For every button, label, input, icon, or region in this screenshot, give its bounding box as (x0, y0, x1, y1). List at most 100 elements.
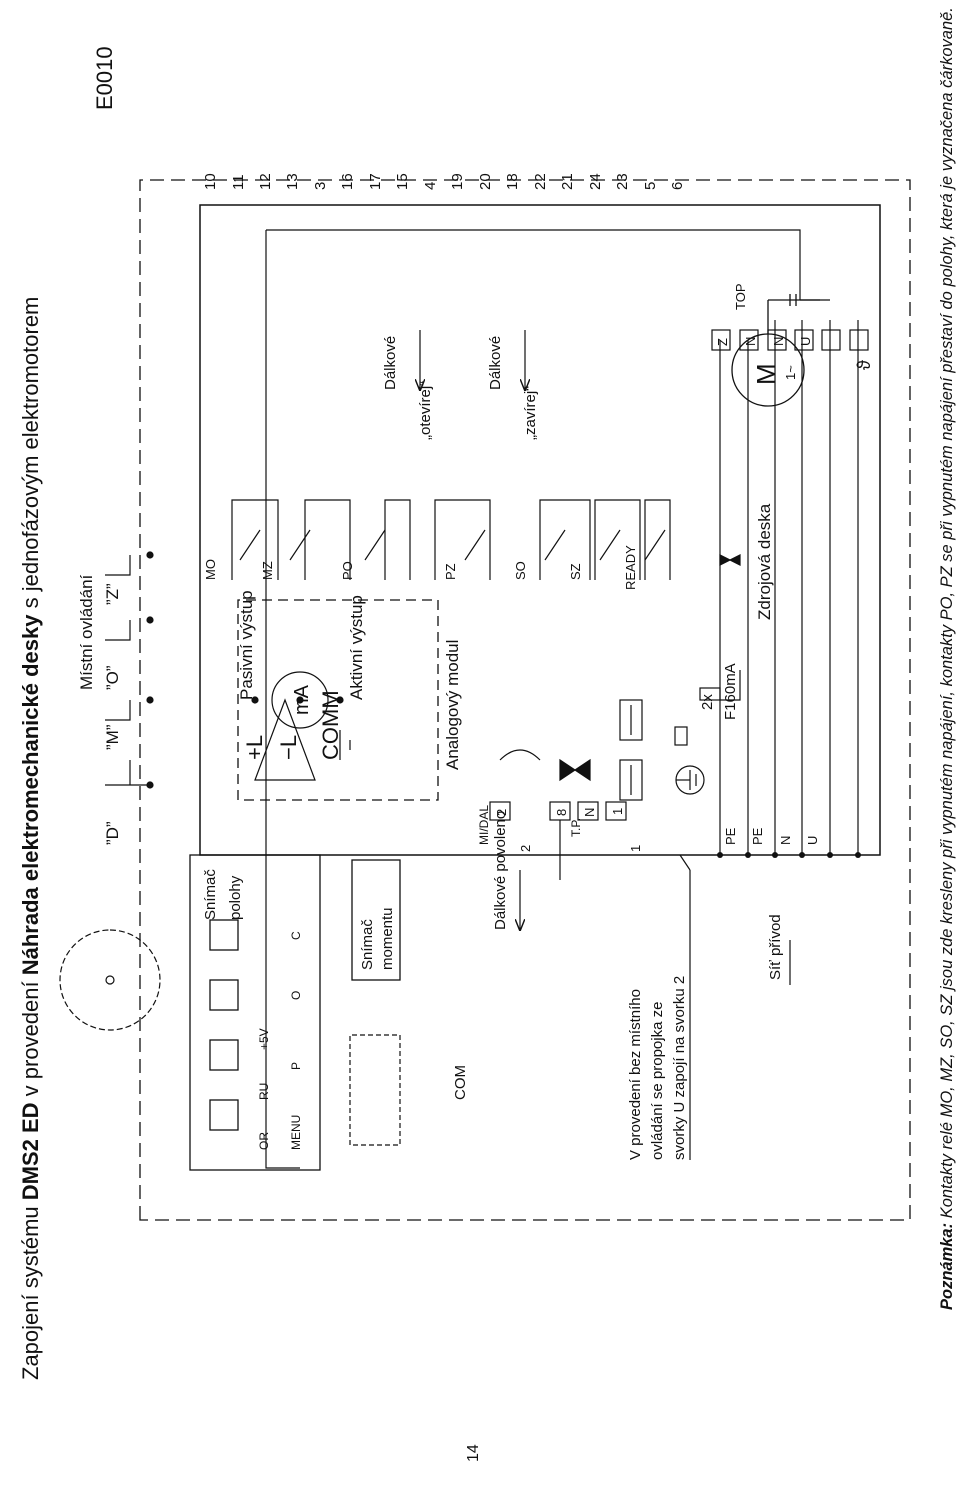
led-5v: +5V (257, 1028, 271, 1050)
relay-contacts (231, 499, 671, 580)
seven-segment-display (349, 1034, 401, 1146)
torque-sensor-line1: Snímač (359, 919, 376, 970)
local-m-label: ”M” (103, 724, 122, 750)
page-title: Zapojení systému DMS2 ED v provedení Náh… (18, 297, 43, 1380)
top-label: TOP (733, 284, 748, 311)
relay-ready: READY (623, 545, 638, 590)
svg-text:13: 13 (284, 173, 301, 190)
local-control-title: Místní ovládání (77, 574, 96, 690)
thermal-symbol: ϑ (854, 360, 874, 370)
left-horizontal-wires (719, 320, 859, 855)
local-z-label: ”Z” (103, 583, 122, 605)
right-terminal-boxes (711, 329, 869, 351)
svg-text:24: 24 (587, 173, 604, 190)
motor (731, 294, 830, 407)
box-n1: N (743, 337, 758, 346)
box-n2: N (771, 337, 786, 346)
remote-allowed: Dálkové povoleno (492, 811, 509, 930)
svg-text:17: 17 (367, 173, 384, 190)
local-note-line2: ovládání se propojka ze (649, 1002, 666, 1160)
position-sensor-title2: polohy (227, 875, 244, 920)
btn-menu[interactable]: MENU (289, 1115, 303, 1150)
svg-text:2: 2 (494, 809, 509, 816)
relay-pz: PZ (443, 563, 458, 580)
analog-module-title: Analogový modul (443, 640, 462, 770)
relay-mz: MZ (260, 561, 275, 580)
svg-text:16: 16 (339, 173, 356, 190)
position-sensor-box (189, 854, 321, 1171)
svg-text:6: 6 (669, 182, 686, 190)
power-board-title: Zdrojová deska (755, 503, 774, 620)
page-number: 14 (465, 1444, 482, 1462)
ma-meter: mA (291, 684, 313, 715)
svg-text:1: 1 (628, 845, 643, 852)
btn-p[interactable]: P (289, 1062, 303, 1070)
relay-so: SO (513, 561, 528, 580)
right-terminal-numbers: 10 11 12 13 3 16 17 15 4 19 20 18 22 21 … (202, 173, 686, 190)
relay-mo: MO (203, 559, 218, 580)
enclosure-dashed (139, 179, 911, 1221)
local-note-line3: svorky U zapojí na svorku 2 (671, 976, 688, 1160)
u-label: U (805, 836, 820, 845)
wiring-diagram: Zapojení systému DMS2 ED v provedení Náh… (18, 7, 956, 1380)
local-o-label: ”O” (103, 665, 122, 690)
main-board (199, 204, 881, 856)
active-output: Aktivní výstup (347, 595, 366, 700)
position-sensor-title1: Snímač (202, 869, 219, 920)
motor-label: M (751, 363, 781, 385)
remote-close-line2: „zavírej“ (522, 386, 539, 440)
ground-symbol (675, 765, 705, 795)
footnote: Poznámka: Kontakty relé MO, MZ, SO, SZ j… (938, 7, 956, 1310)
svg-text:10: 10 (202, 173, 219, 190)
plus-l: +L (242, 735, 267, 760)
power-board-components (499, 554, 741, 880)
supply-label: Síť přívod (767, 914, 784, 980)
pe-label-1: PE (723, 827, 738, 845)
svg-text:1: 1 (610, 808, 625, 815)
btn-c[interactable]: C (289, 931, 303, 940)
svg-text:21: 21 (559, 173, 576, 190)
minus-l: −L (276, 735, 301, 760)
svg-text:20: 20 (477, 173, 494, 190)
svg-text:23: 23 (614, 173, 631, 190)
relay-po: PO (340, 561, 355, 580)
com-label: COM (452, 1065, 469, 1100)
analog-amplifier (251, 671, 351, 781)
left-terminal-strip: 2 MI/DAL 2 8 T.P. N 1 1 (477, 801, 643, 852)
svg-text:4: 4 (422, 182, 439, 190)
svg-text:3: 3 (312, 182, 329, 190)
local-control-switches (105, 551, 154, 789)
diagram-code: E0010 (92, 46, 117, 110)
svg-text:22: 22 (532, 173, 549, 190)
gear-icon (59, 929, 161, 1031)
led-ru: RU (257, 1083, 271, 1100)
svg-text:2: 2 (518, 845, 533, 852)
n-label: N (778, 836, 793, 845)
svg-text:15: 15 (394, 173, 411, 190)
remote-open-line2: „otevírej“ (417, 381, 434, 440)
relay-sz: SZ (568, 563, 583, 580)
svg-text:18: 18 (504, 173, 521, 190)
svg-text:N: N (582, 808, 597, 817)
svg-text:5: 5 (642, 182, 659, 190)
svg-text:11: 11 (230, 174, 247, 190)
remote-open-line1: Dálkové (382, 336, 399, 390)
svg-text:12: 12 (257, 173, 274, 190)
passive-output: Pasivní výstup (237, 590, 256, 700)
svg-text:MI/DAL: MI/DAL (477, 805, 491, 845)
svg-text:19: 19 (449, 173, 466, 190)
rotated-sheet: Zapojení systému DMS2 ED v provedení Náh… (18, 7, 956, 1380)
box-z: Z (715, 338, 730, 346)
fuse-qty: 2x (699, 694, 716, 710)
local-d-label: ”D” (103, 821, 122, 845)
svg-text:8: 8 (554, 809, 569, 816)
torque-sensor-line2: momentu (379, 907, 396, 970)
analog-module-box (237, 599, 439, 801)
led-or: OR (257, 1132, 271, 1150)
local-note-line1: V provedení bez místního (627, 989, 644, 1160)
motor-phase: 1~ (783, 365, 798, 380)
fuse-rating: F160mA (722, 663, 739, 720)
svg-text:T.P.: T.P. (569, 818, 583, 837)
btn-o[interactable]: O (289, 991, 303, 1000)
